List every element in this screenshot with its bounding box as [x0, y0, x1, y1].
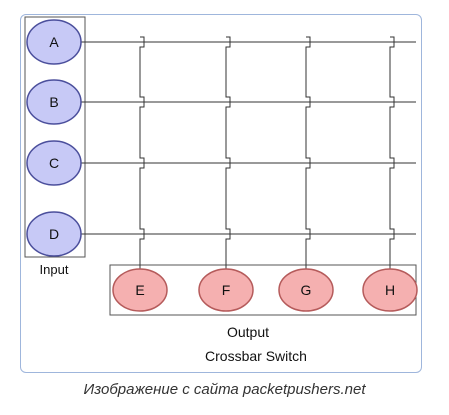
input-node-c: C: [26, 140, 82, 186]
input-node-c-label: C: [49, 155, 59, 171]
image-caption: Изображение с сайта packetpushers.net: [83, 381, 366, 398]
output-line-f: [225, 36, 231, 271]
output-line-h: [389, 36, 395, 271]
figure-frame: [20, 14, 422, 373]
input-label: Input: [40, 262, 69, 277]
output-lines: [139, 36, 395, 271]
input-node-b-label: B: [49, 94, 58, 110]
output-node-h: H: [362, 268, 418, 312]
output-node-g-label: G: [301, 282, 312, 298]
output-line-e: [139, 36, 145, 271]
output-node-e: E: [112, 268, 168, 312]
output-node-f: F: [198, 268, 254, 312]
diagram-title: Crossbar Switch: [205, 348, 307, 364]
input-node-a-label: A: [49, 34, 59, 50]
input-node-b: B: [26, 79, 82, 125]
output-node-e-label: E: [135, 282, 144, 298]
input-node-d-label: D: [49, 226, 59, 242]
input-node-d: D: [26, 211, 82, 257]
output-node-g: G: [278, 268, 334, 312]
output-node-h-label: H: [385, 282, 395, 298]
output-line-g: [305, 36, 311, 271]
input-lines: [81, 41, 416, 235]
output-label: Output: [227, 324, 269, 340]
input-node-a: A: [26, 19, 82, 65]
input-group-box: [24, 16, 86, 258]
output-node-f-label: F: [222, 282, 231, 298]
crossbar-diagram: A B C D E F G H In: [24, 16, 418, 364]
